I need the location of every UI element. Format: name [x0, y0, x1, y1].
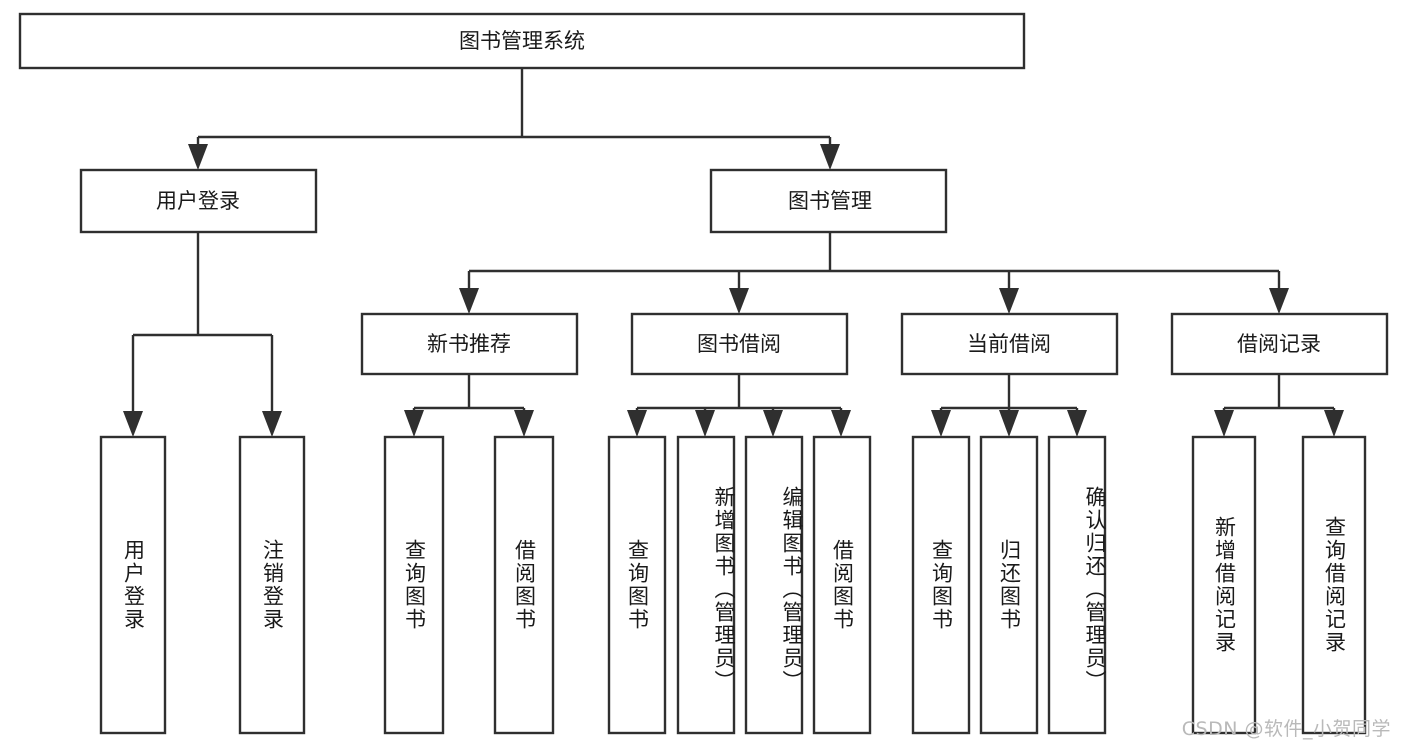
- arrow-head-leaf-rec-query: [404, 410, 424, 437]
- arrow-head-leaf-cur-query: [931, 410, 951, 437]
- node-label-borrow-record: 借阅记录: [1237, 332, 1321, 356]
- arrow-head-leaf-borrow-query: [627, 410, 647, 437]
- arrow-head-leaf-cur-confirm: [1067, 410, 1087, 437]
- arrow-head-leaf-rec-query2: [1324, 410, 1344, 437]
- node-box-root[interactable]: [18, 12, 1026, 70]
- node-label-book-borrow: 图书借阅: [697, 332, 781, 356]
- node-box-borrow-record[interactable]: [1170, 312, 1389, 376]
- arrow-head-book-manage: [820, 144, 840, 170]
- node-label-new-book-rec: 新书推荐: [427, 332, 511, 356]
- node-box-leaf-rec-query[interactable]: [383, 435, 445, 735]
- node-label-root: 图书管理系统: [459, 29, 585, 53]
- arrow-head-leaf-rec-borrow: [514, 410, 534, 437]
- arrow-head-book-borrow: [729, 288, 749, 314]
- node-box-leaf-user-login[interactable]: [99, 435, 167, 735]
- node-box-current-borrow[interactable]: [900, 312, 1119, 376]
- arrow-head-leaf-borrow-add: [695, 410, 715, 437]
- nodes-group: 图书管理系统 用户登录 图书管理 新书推荐 图书借阅 当前借阅 借阅记录: [18, 12, 1389, 735]
- arrow-head-leaf-rec-add: [1214, 410, 1234, 437]
- watermark-text: CSDN @软件_小贺同学: [1181, 718, 1391, 740]
- node-label-book-manage: 图书管理: [788, 189, 872, 213]
- node-box-book-borrow[interactable]: [630, 312, 849, 376]
- arrow-head-user-login: [188, 144, 208, 170]
- node-box-leaf-cur-return[interactable]: [979, 435, 1039, 735]
- arrow-head-leaf-cur-return: [999, 410, 1019, 437]
- node-box-leaf-rec-borrow[interactable]: [493, 435, 555, 735]
- connectors-group: [123, 68, 1344, 437]
- node-box-user-login[interactable]: [79, 168, 318, 234]
- arrow-head-current-borrow: [999, 288, 1019, 314]
- node-label-user-login: 用户登录: [156, 189, 240, 213]
- node-box-leaf-cur-query[interactable]: [911, 435, 971, 735]
- arrow-head-leaf-user-login: [123, 411, 143, 437]
- node-box-leaf-rec-add[interactable]: [1191, 435, 1257, 735]
- node-label-current-borrow: 当前借阅: [967, 332, 1051, 356]
- node-box-leaf-user-logout[interactable]: [238, 435, 306, 735]
- arrow-head-leaf-user-logout: [262, 411, 282, 437]
- node-box-leaf-borrow-query[interactable]: [607, 435, 667, 735]
- node-box-leaf-borrow-add[interactable]: [676, 435, 736, 735]
- node-box-leaf-rec-query2[interactable]: [1301, 435, 1367, 735]
- arrow-head-borrow-record: [1269, 288, 1289, 314]
- node-box-leaf-cur-confirm[interactable]: [1047, 435, 1107, 735]
- node-box-book-manage[interactable]: [709, 168, 948, 234]
- arrow-head-leaf-borrow-edit: [763, 410, 783, 437]
- arrow-head-leaf-borrow-do: [831, 410, 851, 437]
- node-box-leaf-borrow-edit[interactable]: [744, 435, 804, 735]
- arrow-head-new-book-rec: [459, 288, 479, 314]
- node-box-leaf-borrow-do[interactable]: [812, 435, 872, 735]
- node-box-new-book-rec[interactable]: [360, 312, 579, 376]
